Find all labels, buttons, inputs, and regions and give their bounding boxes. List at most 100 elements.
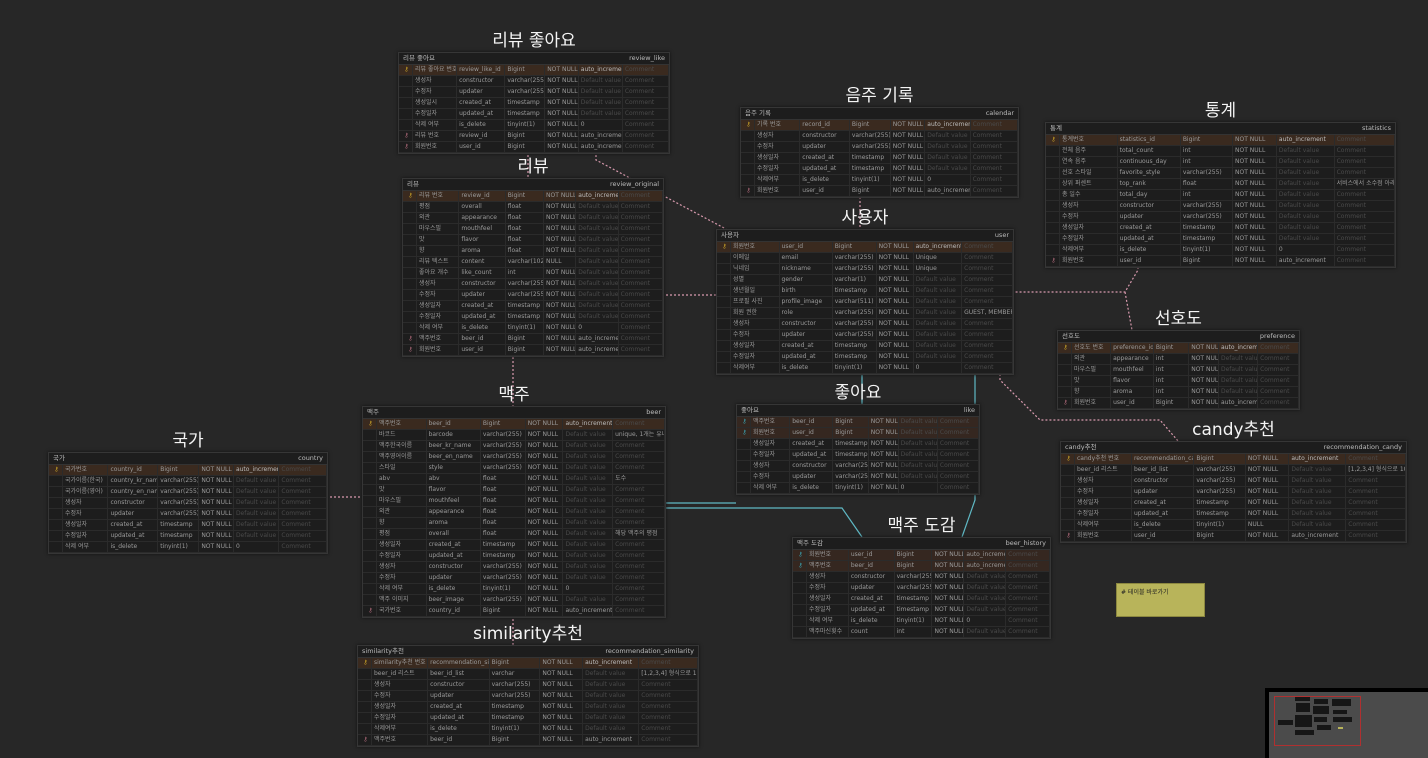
minimap[interactable] bbox=[1265, 688, 1428, 758]
table-row[interactable]: ⚷candy추천 번호recommendation_candy_idBigint… bbox=[1061, 454, 1406, 465]
minimap-viewport[interactable] bbox=[1274, 696, 1361, 746]
table-row[interactable]: ⚷similarity추천 번호recommendation_similarit… bbox=[358, 658, 698, 669]
